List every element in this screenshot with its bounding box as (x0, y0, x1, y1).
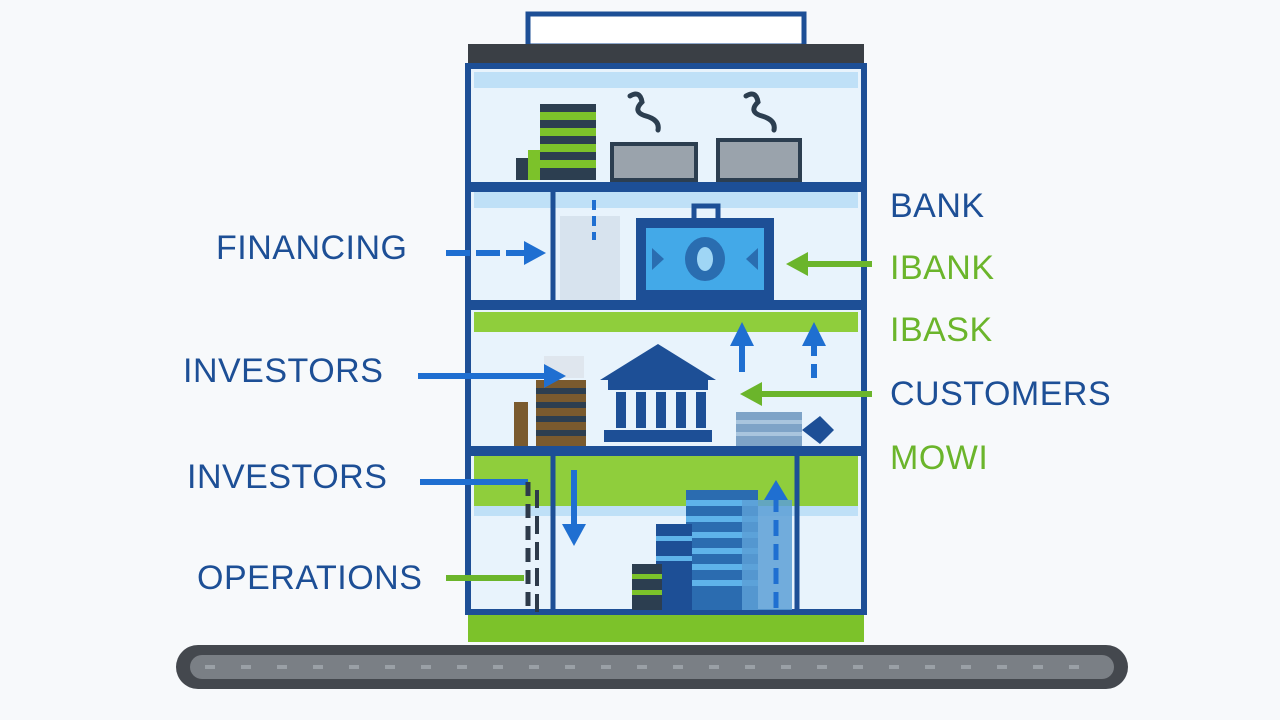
floor-slab (468, 182, 864, 192)
laptop-icon (610, 91, 698, 182)
label-mowi: MOWI (890, 439, 989, 477)
label-operations: OPERATIONS (197, 559, 423, 597)
bank-icon (600, 344, 716, 442)
document-stack-icon (632, 490, 792, 610)
label-bank: BANK (890, 187, 985, 225)
ground-bar (176, 645, 1128, 689)
arrow-icon (446, 252, 872, 581)
building-roof (468, 11, 864, 66)
label-investors-secondary: INVESTORS (187, 458, 388, 496)
arrow-icon (418, 241, 826, 610)
money-bill-icon (560, 200, 774, 300)
label-ibank: IBANK (890, 249, 995, 287)
label-investors: INVESTORS (183, 352, 384, 390)
label-financing: FINANCING (216, 229, 408, 267)
green-base (468, 612, 864, 642)
floor-slab (468, 446, 864, 456)
label-customers: CUSTOMERS (890, 375, 1112, 413)
document-stack-icon (736, 412, 834, 446)
green-band (474, 456, 858, 506)
cash-stack-icon (514, 356, 586, 446)
cash-stack-icon (516, 104, 596, 180)
floor-slab (468, 300, 864, 310)
laptop-icon (716, 91, 802, 182)
label-ibask: IBASK (890, 311, 993, 349)
green-band (474, 312, 858, 332)
